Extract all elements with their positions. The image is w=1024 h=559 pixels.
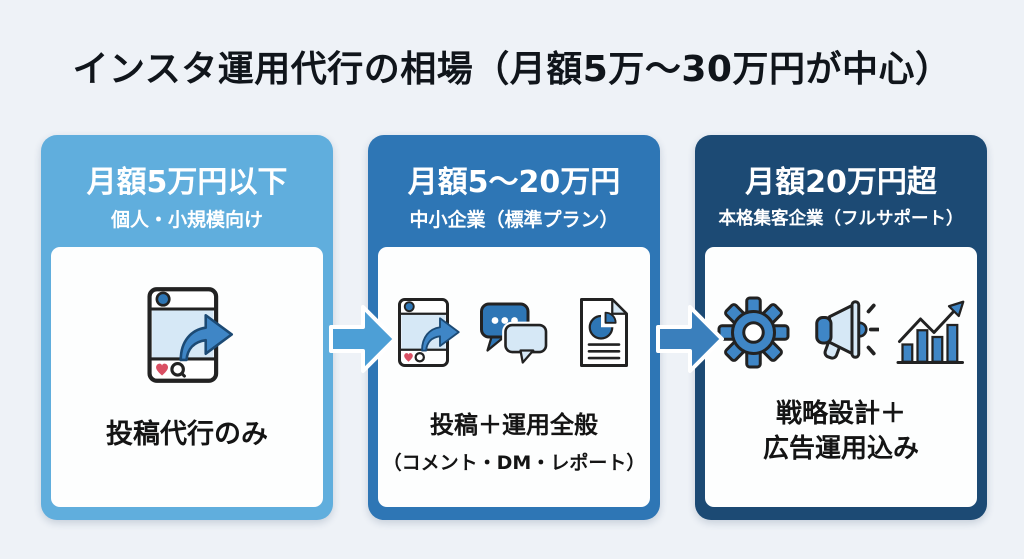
tier1-audience-label: 個人・小規模向け	[110, 209, 263, 231]
tier1-description-line1: 投稿代行のみ	[106, 419, 268, 450]
tier1-description: 投稿代行のみ	[51, 412, 323, 451]
tier1-price-label: 月額5万円以下	[86, 165, 288, 200]
page-title: インスタ運用代行の相場（月額5万〜30万円が中心）	[72, 49, 952, 90]
chat-comments-icon	[479, 302, 549, 367]
instagram-post-share-icon	[147, 287, 234, 383]
megaphone-icon	[814, 300, 879, 360]
tier2-icon-row	[378, 295, 650, 370]
tier3-price-label: 月額20万円超	[745, 165, 937, 200]
tier2-price-label: 月額5〜20万円	[407, 165, 621, 200]
tier3-description-line2: 広告運用込み	[762, 433, 919, 464]
tier2-description: 投稿＋運用全般 （コメント・DM・レポート）	[378, 405, 650, 475]
gear-icon	[717, 296, 789, 369]
tier3-description-line1: 戦略設計＋	[775, 398, 906, 429]
tier3-icon-row	[705, 295, 977, 370]
flow-right-arrow-1	[329, 305, 397, 373]
tier2-panel: 投稿＋運用全般 （コメント・DM・レポート）	[378, 247, 650, 507]
instagram-post-share-icon	[397, 298, 460, 367]
pricing-card-tier3: 月額20万円超 本格集客企業（フルサポート）	[695, 135, 987, 520]
flow-right-arrow-2	[656, 305, 724, 373]
pricing-card-tier2: 月額5〜20万円 中小企業（標準プラン）	[368, 135, 660, 520]
tier3-panel: 戦略設計＋ 広告運用込み	[705, 247, 977, 507]
growth-chart-icon	[896, 300, 964, 364]
pricing-card-tier1: 月額5万円以下 個人・小規模向け 投稿代行のみ	[41, 135, 333, 520]
tier1-panel: 投稿代行のみ	[51, 247, 323, 507]
tier3-audience-label: 本格集客企業（フルサポート）	[718, 209, 964, 229]
tier3-description: 戦略設計＋ 広告運用込み	[705, 397, 977, 467]
tier2-audience-label: 中小企業（標準プラン）	[409, 209, 619, 231]
tier2-description-line2: （コメント・DM・レポート）	[382, 452, 646, 474]
report-document-icon	[579, 298, 628, 367]
tier2-description-line1: 投稿＋運用全般	[430, 411, 598, 439]
